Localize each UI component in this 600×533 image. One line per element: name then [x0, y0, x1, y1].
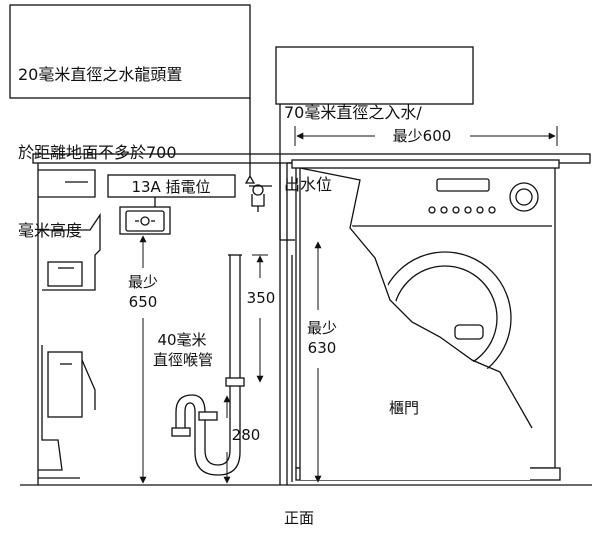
- dimension-lines: [139, 126, 558, 484]
- dim-280-label: 280: [232, 426, 261, 444]
- pipe-label-b: 直徑喉管: [153, 351, 213, 369]
- tap-callout-line-1: 20毫米直徑之水龍頭置: [18, 65, 183, 84]
- door-label: 櫃門: [389, 399, 419, 417]
- left-cabinet: [37, 163, 288, 485]
- tap-callout-text: 20毫米直徑之水龍頭置 於距離地面不多於700 毫米高度: [18, 10, 182, 270]
- inlet-callout-text: 70毫米直徑之入水/ 出水位: [284, 53, 422, 221]
- socket-outlet: [107, 174, 236, 235]
- water-tap: [244, 98, 272, 212]
- drain-pipe: [171, 254, 245, 476]
- inlet-callout-line-1: 70毫米直徑之入水/: [284, 103, 422, 122]
- tap-callout-line-3: 毫米高度: [18, 221, 83, 240]
- dim-630-label-b: 630: [308, 339, 337, 357]
- tap-callout-line-2: 於距離地面不多於700: [18, 143, 177, 162]
- inlet-callout-box: [275, 46, 474, 105]
- dim-350-label: 350: [247, 289, 276, 307]
- min-width-label: 最少600: [393, 127, 452, 145]
- inlet-callout-line-2: 出水位: [284, 175, 333, 194]
- dim-630-label-a: 最少: [307, 319, 337, 337]
- dim-650-label-a: 最少: [128, 273, 158, 291]
- dim-650-label-b: 650: [129, 293, 158, 311]
- socket-label: 13A 插電位: [131, 178, 210, 196]
- cabinet-door: [291, 167, 533, 482]
- tap-callout-box: [9, 4, 251, 99]
- pipe-label-a: 40毫米: [157, 331, 206, 349]
- front-view-label: 正面: [284, 509, 314, 527]
